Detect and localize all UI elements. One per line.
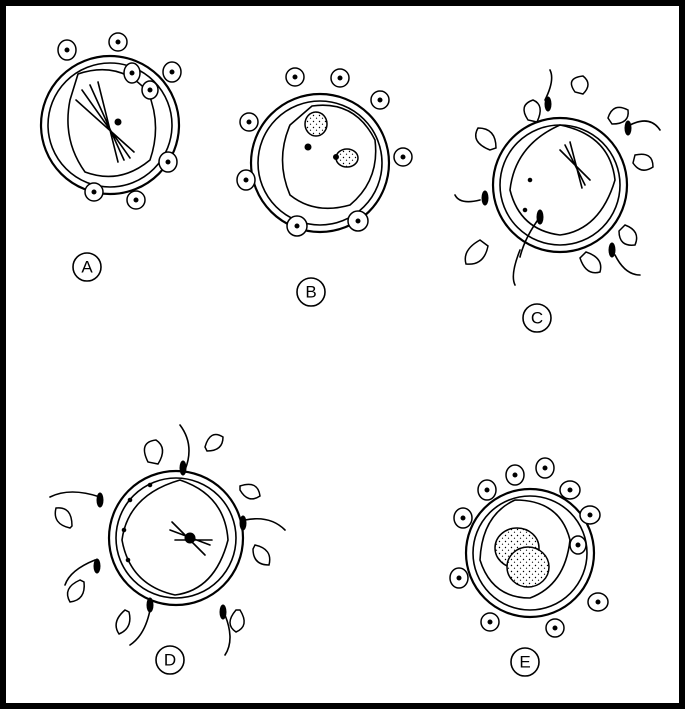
panel-label-a-text: A — [81, 258, 93, 277]
oocyte-c — [493, 118, 627, 252]
panel-label-c-text: C — [531, 309, 543, 328]
oocyte-d — [109, 471, 243, 605]
oocyte-b — [251, 94, 389, 232]
panel-label-e-text: E — [519, 653, 530, 672]
panel-label-d-text: D — [164, 651, 176, 670]
panel-label-b-text: B — [305, 283, 316, 302]
panel-c: C — [455, 70, 660, 332]
panel-label-d: D — [156, 646, 184, 674]
panel-label-b: B — [297, 278, 325, 306]
panel-label-e: E — [511, 648, 539, 676]
panel-label-a: A — [73, 253, 101, 281]
panel-e: E — [450, 458, 608, 676]
panel-a: A — [41, 33, 181, 281]
oocyte-a — [41, 56, 179, 194]
panel-d: D — [50, 425, 285, 674]
panel-b: B — [237, 68, 412, 306]
sperm-d — [50, 425, 285, 655]
panel-label-c: C — [523, 304, 551, 332]
